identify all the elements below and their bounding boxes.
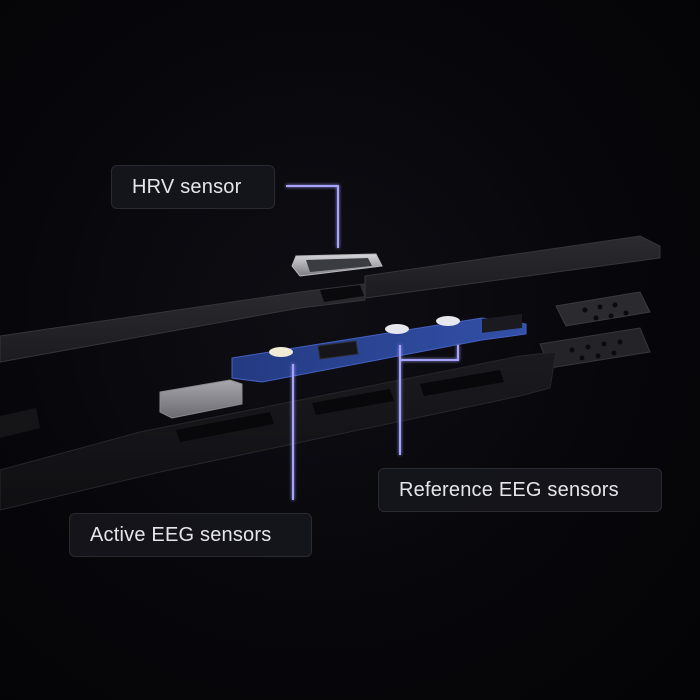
reference-eeg-sensors-label: Reference EEG sensors	[378, 468, 662, 512]
reference-eeg-sensors-label-text: Reference EEG sensors	[399, 478, 619, 501]
active-eeg-sensors-label-text: Active EEG sensors	[90, 523, 272, 546]
housing-tray	[0, 351, 557, 511]
hrv-callout-line	[286, 185, 339, 248]
housing-tray-slot-left	[176, 412, 274, 442]
hrv-sensor-window	[306, 258, 372, 272]
pcb-chip	[317, 340, 359, 360]
reference-eeg-pad-1	[385, 324, 409, 334]
housing-tray-slot-center	[312, 389, 394, 415]
end-cap-lower-holes	[569, 339, 623, 361]
pcb-connector	[482, 313, 522, 333]
end-cap-lower	[539, 327, 651, 369]
hrv-sensor-label: HRV sensor	[111, 165, 275, 209]
fabric-band-left	[0, 283, 366, 363]
fabric-band-right	[364, 235, 661, 299]
housing-left-fragment	[0, 408, 40, 438]
battery	[159, 379, 243, 419]
reference-eeg-callout-line	[399, 345, 459, 361]
hrv-band-cutout	[320, 285, 364, 302]
housing-tray-slot-right	[420, 370, 504, 396]
active-eeg-pad	[269, 347, 293, 357]
callout-lines	[286, 185, 459, 500]
reference-eeg-pad-2	[436, 316, 460, 326]
hrv-sensor-label-text: HRV sensor	[132, 175, 242, 198]
end-cap-upper-holes	[582, 302, 629, 321]
end-cap-upper	[555, 291, 651, 327]
active-eeg-sensors-label: Active EEG sensors	[69, 513, 312, 557]
